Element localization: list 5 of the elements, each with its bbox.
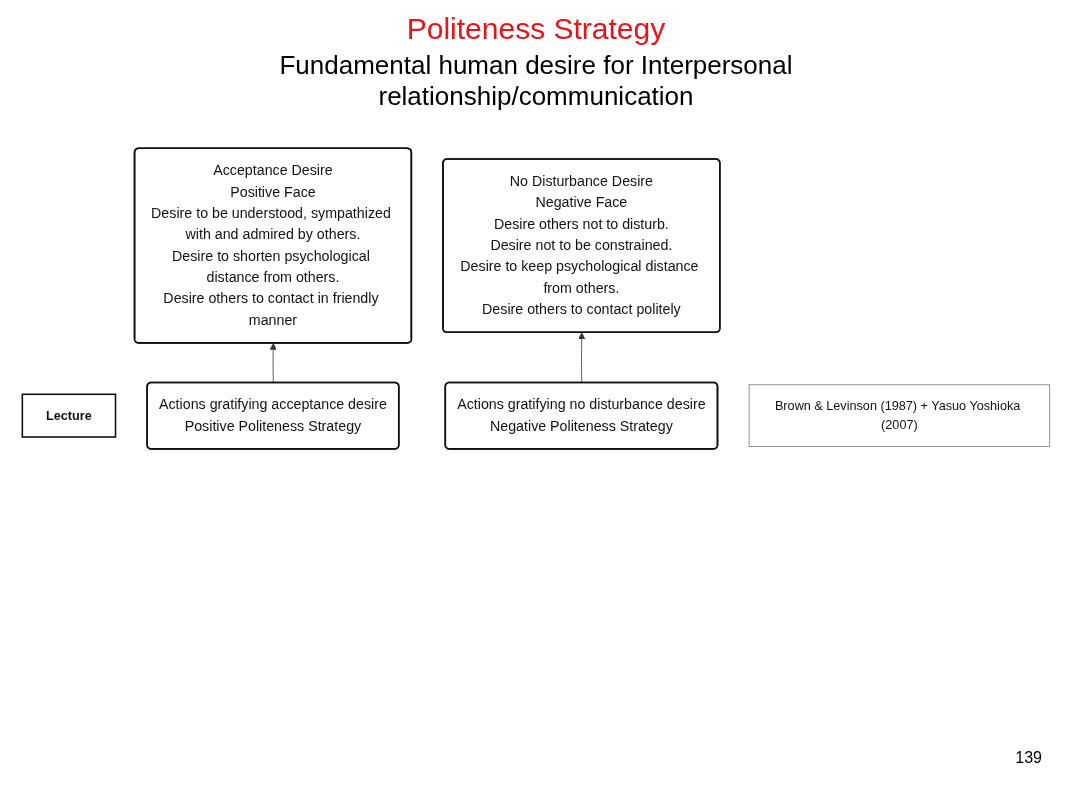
node-box: Lecture: [21, 393, 117, 438]
page-number: 139: [1015, 749, 1042, 767]
title: Politeness Strategy: [406, 12, 666, 46]
subtitle: Fundamental human desire for Interpersonal relationship/communication: [278, 50, 794, 112]
node-box: Brown & Levinson (1987) + Yasuo Yoshioka (2007): [748, 384, 1051, 447]
